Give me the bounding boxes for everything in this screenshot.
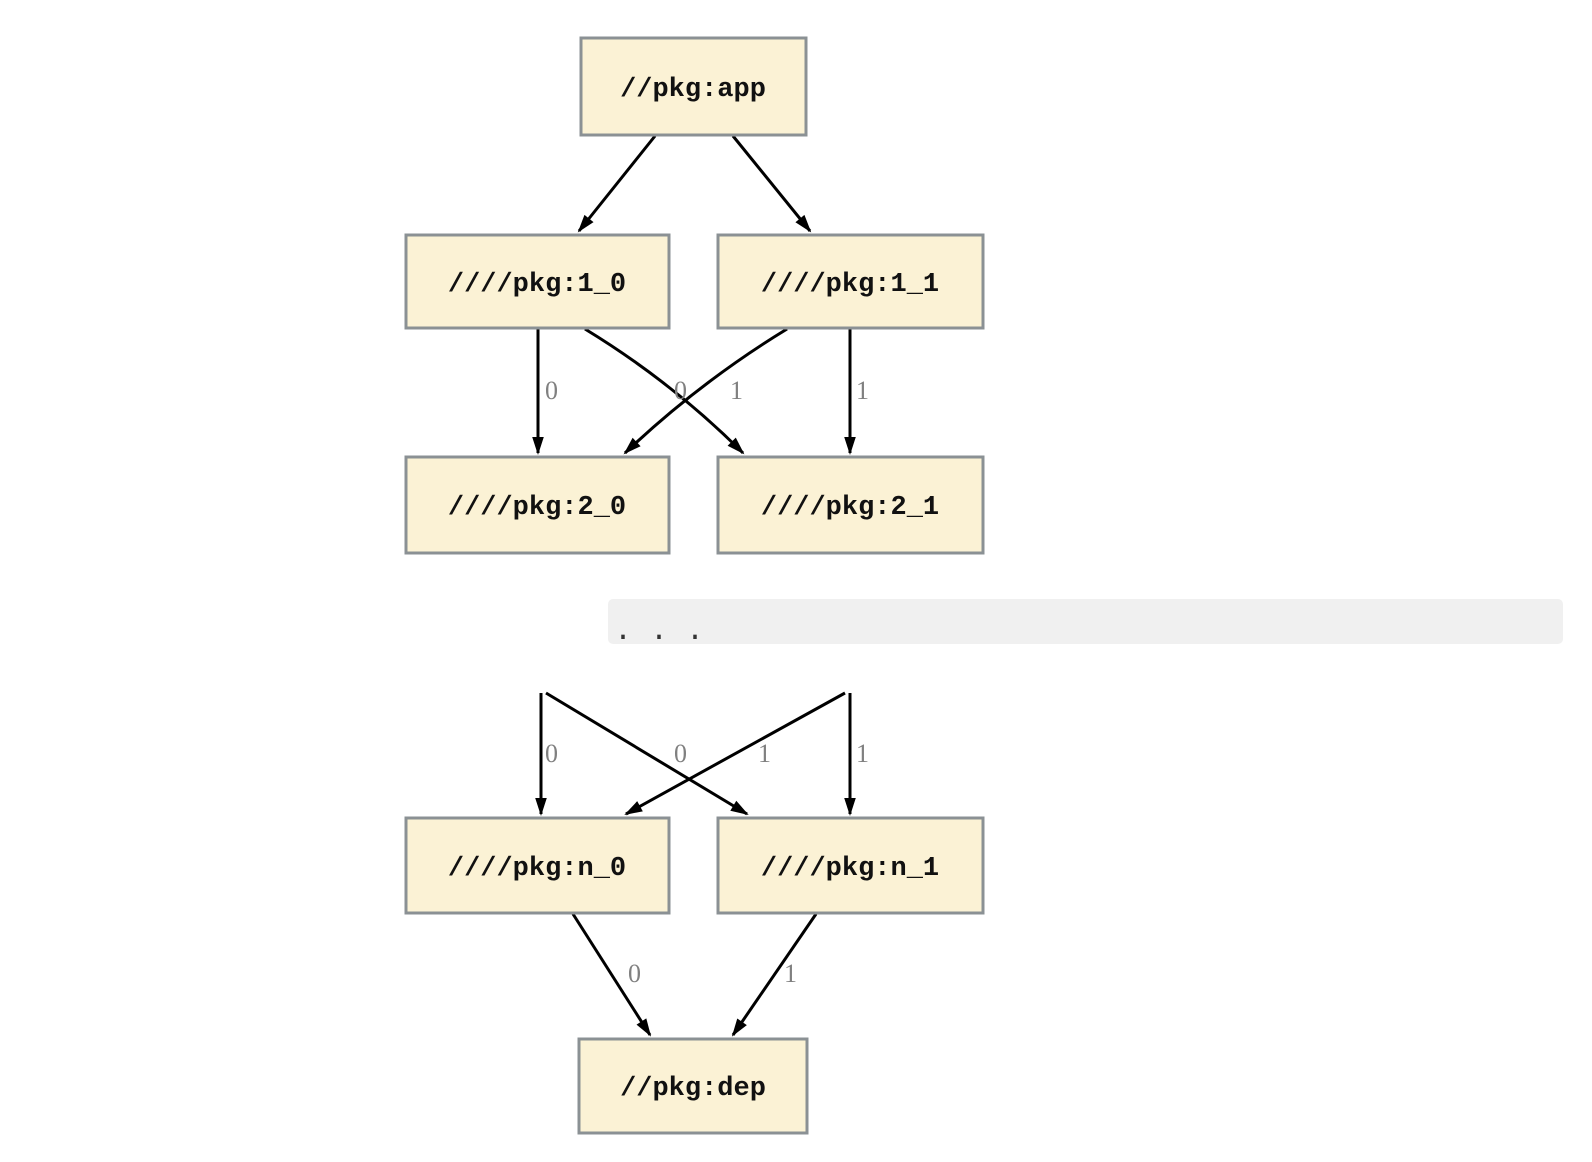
edge-label-right-to-n-0: 0	[674, 739, 687, 768]
node-n-0: ////pkg:n_0	[404, 816, 671, 915]
node-app-box	[579, 36, 808, 137]
node-app: //pkg:app	[579, 36, 808, 137]
node-n-0-box	[404, 816, 671, 915]
edge-label-1-1-to-2-1: 1	[856, 376, 869, 405]
edge-left-to-n-1	[545, 691, 749, 816]
ellipsis-band	[608, 599, 1563, 644]
ellipsis-dots: . . .	[614, 615, 704, 649]
edge-1-0-to-2-1	[584, 327, 745, 455]
edge-label-right-to-n-1: 1	[856, 739, 869, 768]
edge-n-0-to-dep	[571, 913, 652, 1037]
node-1-0-label: ////pkg:1_0	[448, 270, 626, 300]
node-1-0-box	[404, 233, 671, 330]
node-1-0: ////pkg:1_0	[404, 233, 671, 330]
node-2-0-box	[404, 455, 671, 555]
edge-label-1-0-to-2-0: 0	[545, 376, 558, 405]
node-1-1-box	[716, 233, 985, 330]
edge-1-1-to-2-0	[623, 327, 788, 455]
node-dep: //pkg:dep	[577, 1037, 809, 1135]
edge-right-to-n-0	[624, 691, 846, 816]
edge-label-1-1-to-2-0: 0	[674, 376, 687, 405]
node-1-1: ////pkg:1_1	[716, 233, 985, 330]
node-2-1-label: ////pkg:2_1	[761, 493, 939, 523]
node-1-1-label: ////pkg:1_1	[761, 270, 939, 300]
edge-label-n-0-to-dep: 0	[628, 959, 641, 988]
node-n-0-label: ////pkg:n_0	[448, 854, 626, 884]
edge-label-1-0-to-2-1: 1	[730, 376, 743, 405]
node-n-1-box	[716, 816, 985, 915]
node-app-label: //pkg:app	[620, 75, 766, 105]
node-dep-box	[577, 1037, 809, 1135]
edge-app-to-1-0	[577, 135, 657, 233]
node-2-1: ////pkg:2_1	[716, 455, 985, 555]
edge-label-left-to-n-0: 0	[545, 739, 558, 768]
node-dep-label: //pkg:dep	[620, 1074, 766, 1104]
edge-label-n-1-to-dep: 1	[784, 959, 797, 988]
node-2-0-label: ////pkg:2_0	[448, 493, 626, 523]
edge-n-1-to-dep	[731, 913, 818, 1037]
node-2-0: ////pkg:2_0	[404, 455, 671, 555]
node-2-1-box	[716, 455, 985, 555]
node-n-1: ////pkg:n_1	[716, 816, 985, 915]
edge-label-left-to-n-1: 1	[758, 739, 771, 768]
edge-app-to-1-1	[731, 135, 812, 233]
node-n-1-label: ////pkg:n_1	[761, 854, 939, 884]
